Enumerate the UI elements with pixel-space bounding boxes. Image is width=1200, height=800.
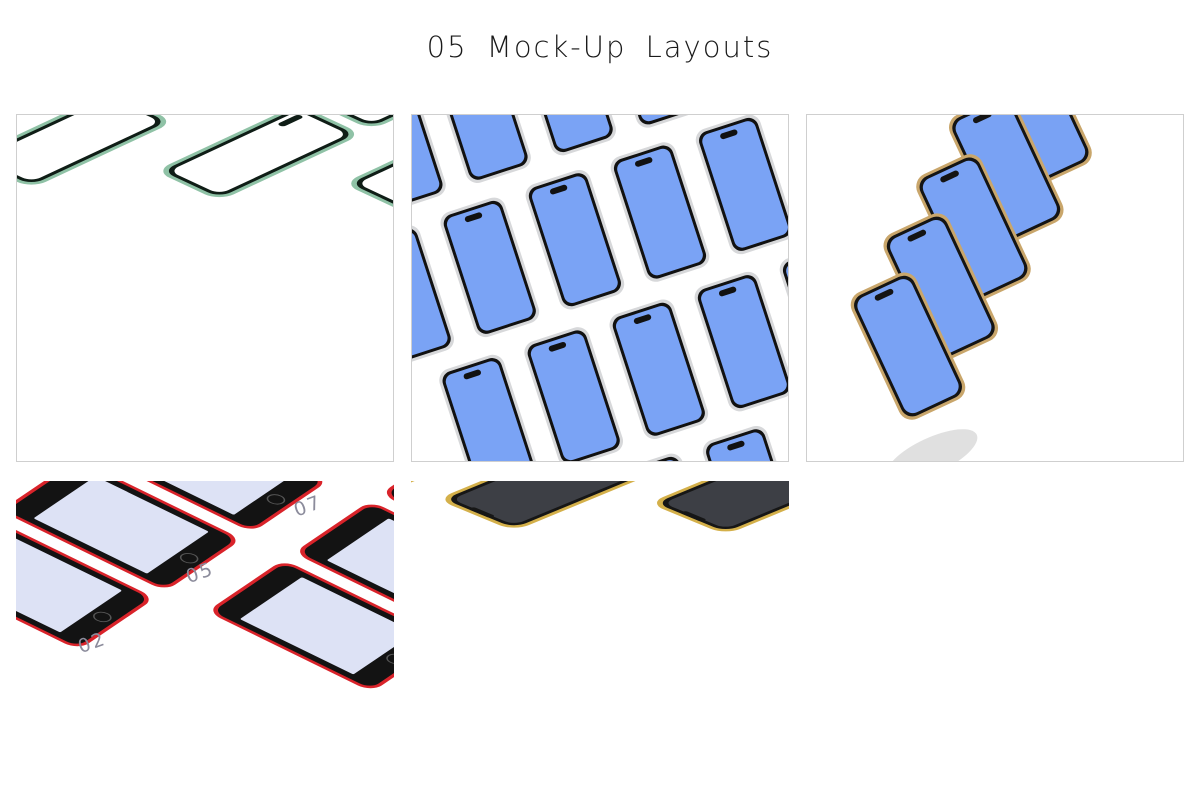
layout-tile-2 [411,114,789,462]
layout-5-illustration [411,481,789,800]
layout-3-illustration [846,115,1097,461]
layout-tile-3 [806,114,1184,462]
page-title: 05 Mock-Up Layouts [426,30,774,64]
layout-tile-1 [16,114,394,462]
layout-tile-4: 07 05 02 [16,481,394,800]
layout-4-illustration: 07 05 02 [16,481,394,693]
layout-2-illustration [412,115,788,461]
layout-tile-5 [411,481,789,800]
layout-1-illustration [17,115,393,214]
